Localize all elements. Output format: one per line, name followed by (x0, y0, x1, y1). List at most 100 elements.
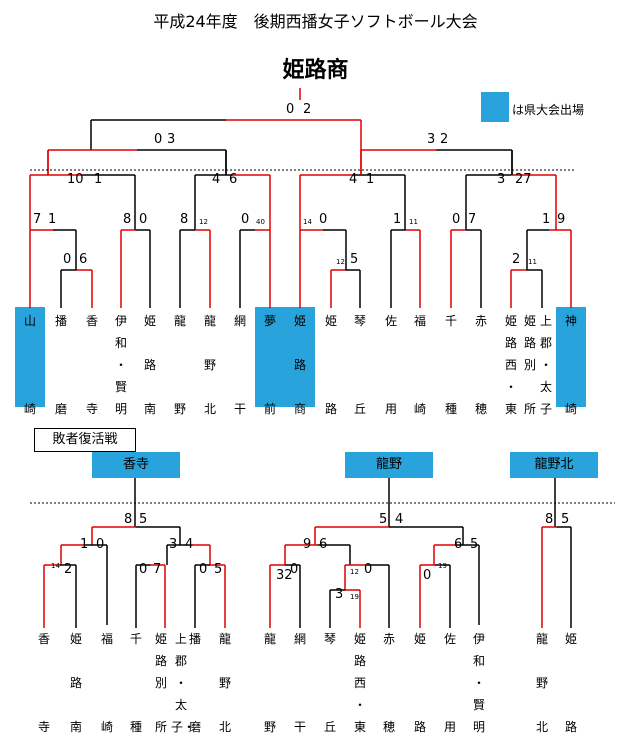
team-char: 和 (114, 336, 127, 350)
team-char: 干 (233, 402, 246, 416)
team-char (440, 694, 460, 716)
team-char (471, 332, 491, 354)
team-char (561, 332, 581, 354)
team-char (170, 376, 190, 398)
team-char: 路 (69, 676, 82, 690)
team-char: ・ (353, 698, 366, 712)
score-label: 0 (199, 562, 208, 577)
team-char (290, 694, 310, 716)
team-char: 赤 (474, 314, 487, 328)
team-name: 千種 (126, 628, 146, 738)
team-char: 郡 (539, 336, 552, 350)
team-char: 網 (233, 314, 246, 328)
team-char (185, 650, 205, 672)
team-char: 別 (154, 676, 167, 690)
team-char: 福 (413, 314, 426, 328)
team-char: 賢 (472, 698, 485, 712)
qualified-highlight (285, 307, 315, 407)
team-char: ・ (114, 358, 127, 372)
team-char (561, 650, 581, 672)
qualified-highlight (15, 307, 45, 407)
team-char: 崎 (100, 720, 113, 734)
score-label: 0 (286, 102, 295, 117)
team-char: 龍 (263, 632, 276, 646)
team-char (82, 332, 102, 354)
team-char: 西 (504, 358, 517, 372)
team-char (151, 694, 171, 716)
team-char (381, 376, 401, 398)
team-char (321, 354, 341, 376)
team-char (260, 354, 280, 376)
score-label: 19 (350, 593, 359, 601)
team-char (321, 376, 341, 398)
team-char: 佐 (443, 632, 456, 646)
legend-text: は県大会出場 (512, 103, 585, 117)
score-label: 27 (515, 172, 532, 187)
team-char (290, 672, 310, 694)
score-label: 0 (154, 132, 163, 147)
team-name: 福崎 (410, 310, 430, 420)
score-label: 7 (153, 562, 162, 577)
team-char: 北 (203, 402, 216, 416)
team-name: 網干 (230, 310, 250, 420)
team-char: 路 (523, 336, 536, 350)
team-char: 穂 (474, 402, 487, 416)
team-name: 姫路別所 (151, 628, 171, 738)
team-char: 播 (188, 632, 201, 646)
team-char: 種 (129, 720, 142, 734)
team-char: 佐 (384, 314, 397, 328)
score-label: 8 (180, 212, 189, 227)
score-label: 5 (214, 562, 223, 577)
team-name: 姫路西・東 (501, 310, 521, 420)
score-label: 8 (124, 512, 133, 527)
team-char (34, 694, 54, 716)
score-label: 6 (79, 252, 88, 267)
score-label: 5 (561, 512, 570, 527)
team-name: 龍野北 (215, 628, 235, 738)
team-char: 穂 (382, 720, 395, 734)
team-char: 磨 (188, 720, 201, 734)
team-char (520, 376, 540, 398)
team-char (200, 332, 220, 354)
team-char: 別 (523, 358, 536, 372)
team-name: 播磨 (185, 628, 205, 738)
team-char: 用 (384, 402, 397, 416)
team-char: 路 (324, 402, 337, 416)
team-char: ・ (539, 358, 552, 372)
team-char: 姫 (353, 632, 366, 646)
team-char: 福 (100, 632, 113, 646)
team-name: 播磨 (51, 310, 71, 420)
qualifier-box-2: 龍野 (345, 452, 433, 478)
team-char (410, 354, 430, 376)
team-char: 千 (444, 314, 457, 328)
team-char: 姫 (564, 632, 577, 646)
team-char: 姫 (324, 314, 337, 328)
score-label: 1 (366, 172, 375, 187)
team-name-pair: 姫路別所 (520, 310, 540, 420)
score-label: 0 (139, 212, 148, 227)
qualifier-box-1: 香寺 (92, 452, 180, 478)
team-char (66, 694, 86, 716)
team-char (97, 694, 117, 716)
team-char (532, 694, 552, 716)
team-char: 路 (143, 358, 156, 372)
team-char: 所 (523, 402, 536, 416)
score-label: 0 (241, 212, 250, 227)
team-char (97, 650, 117, 672)
team-char (381, 354, 401, 376)
score-label: 12 (350, 568, 359, 576)
team-name: 伊和・賢明 (111, 310, 131, 420)
score-label: 1 (80, 537, 89, 552)
team-char (20, 354, 40, 376)
team-char: 姫 (143, 314, 156, 328)
team-char: 崎 (23, 402, 36, 416)
team-char: 姫 (69, 632, 82, 646)
score-label: 11 (409, 218, 418, 226)
score-label: 32 (276, 568, 293, 583)
team-char (290, 376, 310, 398)
team-char: 南 (69, 720, 82, 734)
team-char (51, 354, 71, 376)
team-char (561, 672, 581, 694)
team-char (471, 376, 491, 398)
team-char: 野 (173, 402, 186, 416)
